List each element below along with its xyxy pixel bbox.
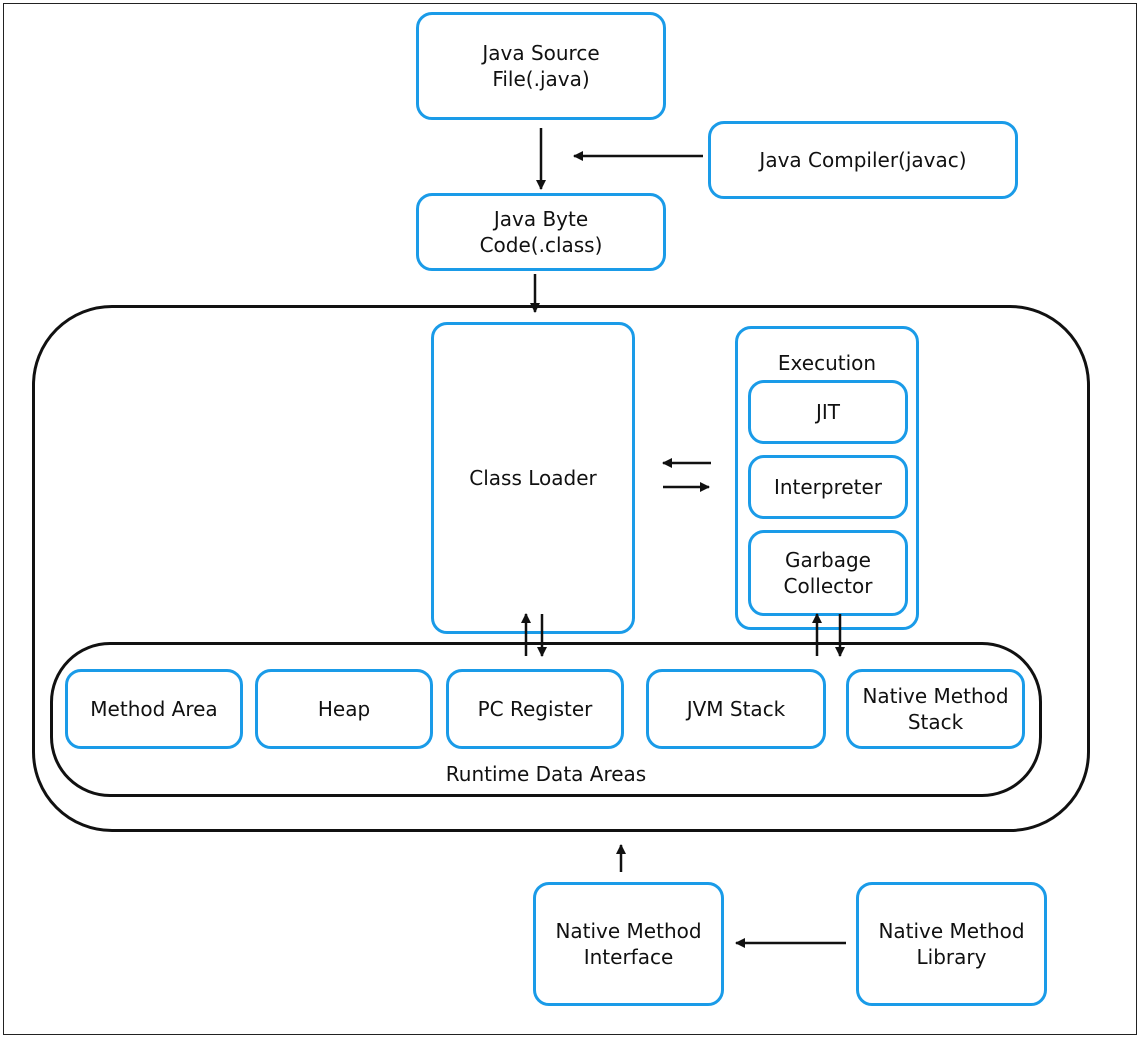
java-byte-code-node: Java Byte Code(.class): [416, 193, 666, 271]
execution-label: Execution: [777, 351, 877, 375]
jit-node: JIT: [748, 380, 908, 444]
native-method-stack-node: Native Method Stack: [846, 669, 1025, 749]
pc-register-node: PC Register: [446, 669, 624, 749]
java-compiler-node: Java Compiler(javac): [708, 121, 1018, 199]
garbage-collector-node: Garbage Collector: [748, 530, 908, 616]
native-method-interface-node: Native Method Interface: [533, 882, 724, 1006]
jvm-container: [32, 305, 1090, 832]
class-loader-node: Class Loader: [431, 322, 635, 634]
native-method-library-node: Native Method Library: [856, 882, 1047, 1006]
runtime-data-areas-label: Runtime Data Areas: [445, 762, 647, 786]
diagram-frame: [3, 3, 1137, 1035]
heap-node: Heap: [255, 669, 433, 749]
jvm-stack-node: JVM Stack: [646, 669, 826, 749]
runtime-data-areas-container: [50, 642, 1042, 797]
interpreter-node: Interpreter: [748, 455, 908, 519]
method-area-node: Method Area: [65, 669, 243, 749]
java-source-file-node: Java Source File(.java): [416, 12, 666, 120]
